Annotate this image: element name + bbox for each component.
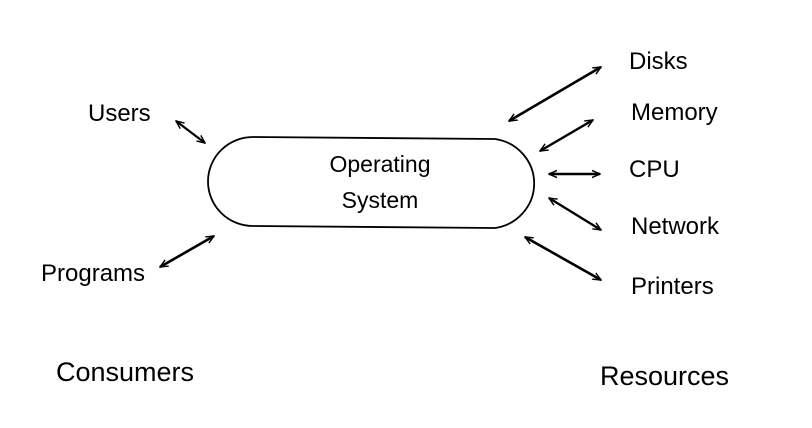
resource-memory: Memory xyxy=(631,99,718,126)
consumers-heading: Consumers xyxy=(56,357,195,387)
resource-disks: Disks xyxy=(629,48,688,75)
resource-printers: Printers xyxy=(631,273,714,300)
os-label-line2: System xyxy=(341,187,419,213)
consumer-users: Users xyxy=(88,100,151,127)
operating-system-label: Operating System xyxy=(300,146,460,218)
arrow-users xyxy=(176,121,205,143)
operating-system-shape xyxy=(207,136,536,229)
resource-cpu: CPU xyxy=(629,156,680,183)
arrow-memory xyxy=(540,118,593,153)
os-label-line1: Operating xyxy=(329,151,431,177)
arrow-network xyxy=(549,196,601,232)
arrow-programs xyxy=(160,234,214,269)
arrow-printers xyxy=(525,235,601,282)
arrow-disks xyxy=(509,65,601,123)
resource-network: Network xyxy=(631,213,720,240)
resources-heading: Resources xyxy=(600,361,730,391)
consumer-programs: Programs xyxy=(41,260,146,287)
